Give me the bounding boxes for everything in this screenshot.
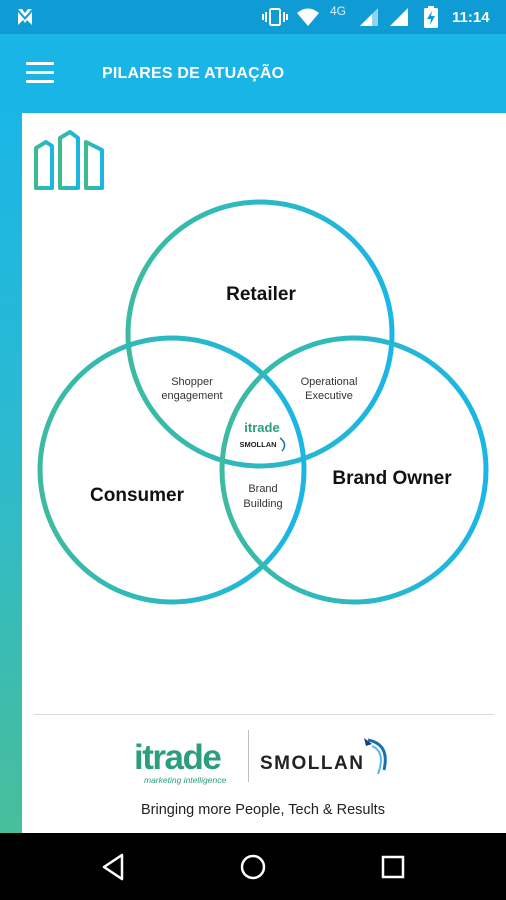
retailer-label: Retailer <box>226 284 296 305</box>
clock-time: 11:14 <box>452 8 490 26</box>
footer-tagline: Bringing more People, Tech & Results <box>141 802 385 818</box>
signal-icon-secondary <box>388 0 410 34</box>
shopper-engagement-line2: engagement <box>161 390 222 402</box>
main-content <box>22 113 506 833</box>
smollan-swoosh-icon <box>364 738 387 775</box>
status-bar: 4G 11:14 <box>0 0 506 34</box>
app-bar: PILARES DE ATUAÇÃO <box>0 34 506 113</box>
brand-owner-label: Brand Owner <box>332 468 452 489</box>
operational-executive-line2: Executive <box>305 390 353 402</box>
recents-icon[interactable] <box>358 833 428 900</box>
vibrate-icon <box>262 0 288 34</box>
footer-divider <box>34 714 494 715</box>
network-type-label: 4G <box>330 4 347 18</box>
shopper-engagement-line1: Shopper <box>171 376 213 388</box>
notification-icon <box>14 0 36 34</box>
hamburger-menu-icon[interactable] <box>26 62 54 84</box>
operational-executive-line1: Operational <box>301 376 358 388</box>
consumer-circle <box>37 335 307 605</box>
logo-separator <box>248 730 249 782</box>
battery-charging-icon <box>424 0 438 34</box>
signal-icon <box>358 0 380 34</box>
back-icon[interactable] <box>78 833 148 900</box>
consumer-label: Consumer <box>90 485 185 506</box>
center-smollan-logo: SMOLLAN <box>239 440 276 449</box>
system-nav-bar <box>0 833 506 900</box>
smollan-logo: SMOLLAN <box>260 753 365 774</box>
center-logo: itrade SMOLLAN <box>239 420 286 452</box>
center-itrade-logo: itrade <box>244 420 279 435</box>
brand-building-line2: Building <box>243 498 282 510</box>
retailer-circle <box>125 199 395 469</box>
page-title: PILARES DE ATUAÇÃO <box>102 65 285 82</box>
home-icon[interactable] <box>218 833 288 900</box>
side-accent-strip <box>0 113 22 833</box>
itrade-tagline: marketing intelligence <box>144 775 227 785</box>
wifi-icon <box>296 0 320 34</box>
buildings-logo-icon <box>34 130 104 190</box>
brand-owner-circle <box>219 335 489 605</box>
brand-building-line1: Brand <box>248 483 277 495</box>
itrade-logo: itrade <box>134 738 222 777</box>
